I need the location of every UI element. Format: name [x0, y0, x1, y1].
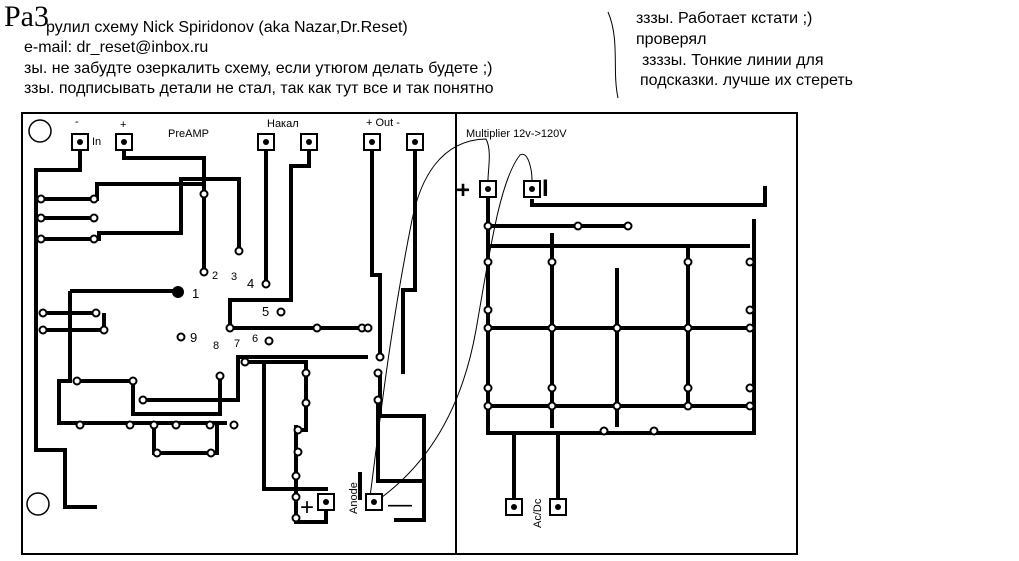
pin-number-4: 4 [247, 276, 254, 291]
label-in: In [92, 136, 101, 148]
note-tested: проверял [636, 31, 707, 48]
symbol-plus-multiplier: + [456, 177, 470, 204]
hint-wire [369, 138, 490, 498]
label-minus: - [75, 116, 79, 128]
label-multiplier: Multiplier 12v->120V [466, 128, 567, 140]
pin-number-2: 2 [212, 270, 218, 282]
label-out: + Out - [366, 117, 400, 129]
pin-number-6: 6 [252, 333, 258, 345]
pin-number-3: 3 [231, 271, 237, 283]
symbol-plus: + [300, 494, 314, 521]
mounting-hole [28, 119, 52, 143]
note-erase: подсказки. лучше их стереть [640, 72, 853, 89]
preamp-traces [34, 143, 426, 524]
credit-line: рулил схему Nick Spiridonov (aka Nazar,D… [46, 19, 408, 36]
label-nakal: Накал [267, 118, 299, 130]
label-acdc: Ac/Dc [532, 498, 544, 528]
separator-stroke [607, 11, 619, 99]
hint-wire [377, 153, 533, 501]
email-line: e-mail: dr_reset@inbox.ru [24, 39, 209, 56]
mounting-hole [26, 492, 50, 516]
pin-number-9: 9 [190, 330, 197, 345]
pin-number-1: 1 [192, 286, 199, 301]
round-pads [36, 189, 755, 523]
author-signature: Pa3 [4, 0, 49, 33]
label-anode: Anode [348, 482, 360, 514]
connector-pads [71, 133, 567, 516]
label-preamp: PreAMP [168, 128, 209, 140]
note-works: зззы. Работает кстати ;) [636, 10, 813, 27]
multiplier-traces [486, 186, 767, 505]
label-plus: + [120, 119, 126, 131]
pin-number-8: 8 [213, 340, 219, 352]
board-outline [21, 112, 798, 555]
pin1-marker [172, 286, 184, 298]
note-parts: ззы. подписывать детали не стал, так как… [24, 80, 494, 97]
pin-number-7: 7 [234, 338, 240, 350]
note-thin-lines: ззззы. Тонкие линии для [642, 52, 824, 69]
symbol-bar: I [542, 175, 549, 202]
pin-number-5: 5 [262, 304, 269, 319]
note-mirror: зы. не забудте озеркалить схему, если ут… [24, 60, 493, 77]
symbol-minus: — [388, 491, 412, 518]
